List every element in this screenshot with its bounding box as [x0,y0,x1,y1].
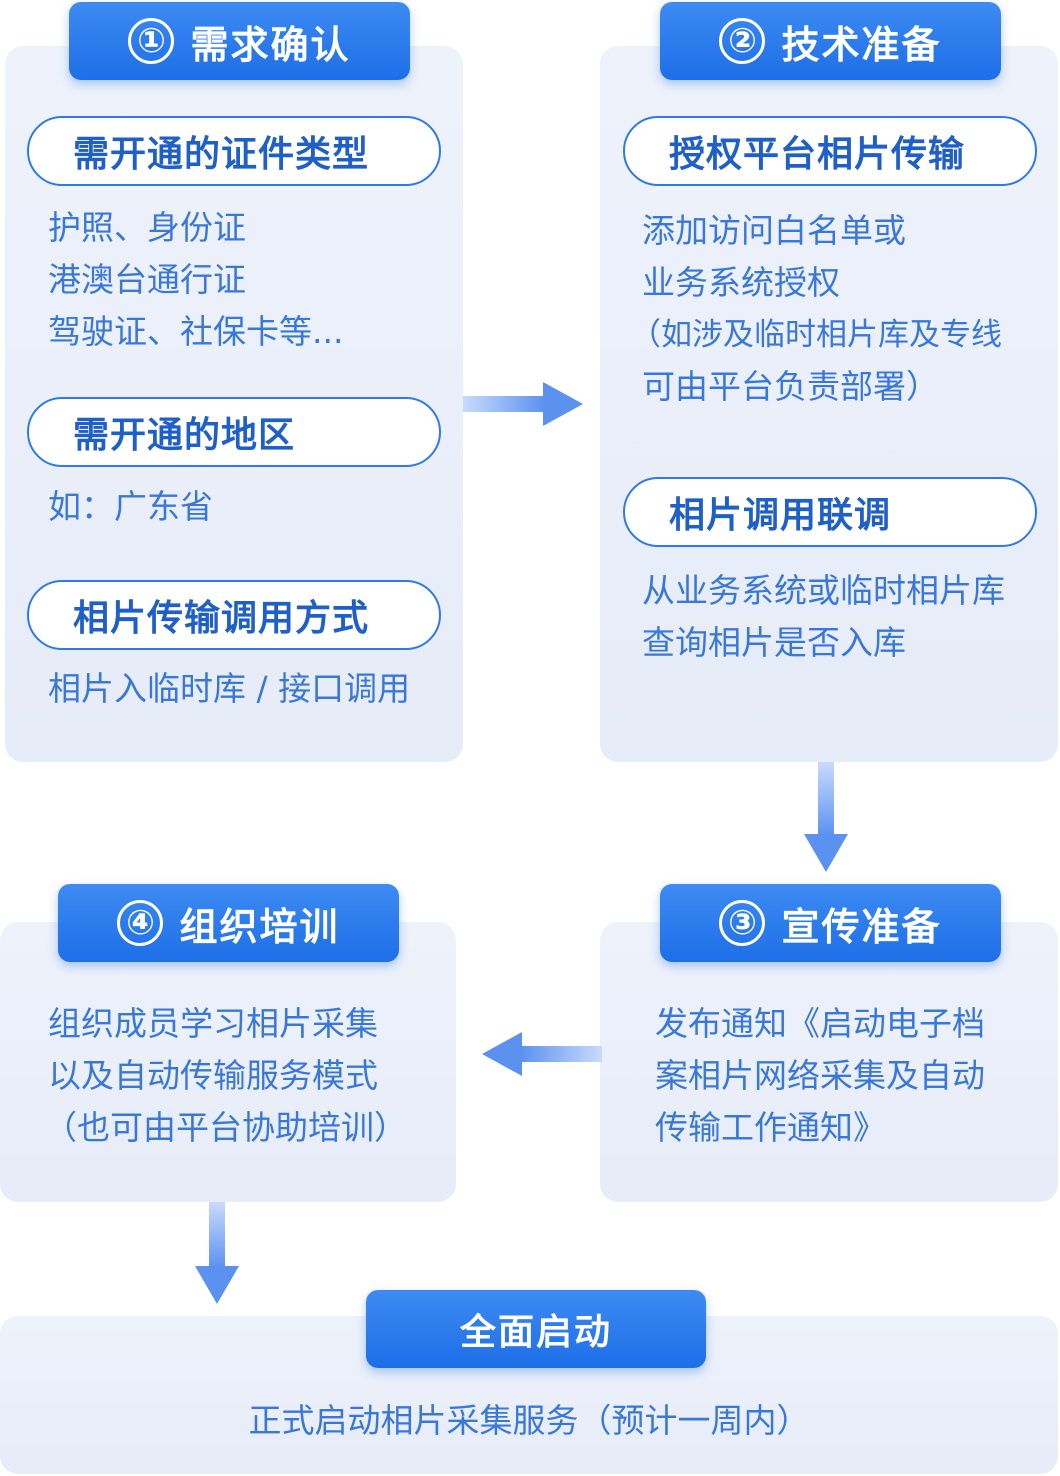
arrow-down-icon [804,762,848,872]
step4-line-1: 组织成员学习相片采集 [48,1004,378,1043]
step1-cert-line-1: 护照、身份证 [48,208,246,247]
step1-cert-line-3: 驾驶证、社保卡等... [48,312,344,351]
step4-number-badge: ④ [117,900,164,946]
step1-pill-cert-types: 需开通的证件类型 [27,116,441,186]
step3-line-2: 案相片网络采集及自动 [655,1056,985,1095]
step2-debug-line-1: 从业务系统或临时相片库 [642,571,1005,610]
arrow-left-icon [482,1032,602,1076]
step2-auth-line-4: 可由平台负责部署） [642,367,939,406]
step1-header: ① 需求确认 [69,2,410,80]
step4-header: ④ 组织培训 [58,884,399,962]
arrow-right-icon [463,382,583,426]
final-line: 正式启动相片采集服务（预计一周内） [248,1401,810,1440]
step3-number-badge: ③ [719,900,766,946]
step4-line-2: 以及自动传输服务模式 [48,1056,378,1095]
step2-number-badge: ② [719,18,766,64]
step1-method-line: 相片入临时库 / 接口调用 [48,669,411,708]
step2-pill-debug: 相片调用联调 [623,477,1037,547]
step2-auth-line-2: 业务系统授权 [642,263,840,302]
step1-number-badge: ① [128,18,175,64]
step1-cert-line-2: 港澳台通行证 [48,260,246,299]
step4-line-3: （也可由平台协助培训） [44,1108,407,1147]
final-header: 全面启动 [366,1290,706,1368]
step1-title: 需求确认 [190,22,351,67]
step2-auth-line-1: 添加访问白名单或 [642,211,906,250]
step4-panel [0,922,456,1202]
step3-panel [600,922,1058,1202]
step4-title: 组织培训 [179,904,340,949]
final-title: 全面启动 [459,1312,612,1353]
step3-header: ③ 宣传准备 [660,884,1001,962]
step2-header: ② 技术准备 [660,2,1001,80]
step1-pill-method: 相片传输调用方式 [27,580,441,650]
step1-region-line: 如：广东省 [48,487,213,526]
arrow-down-2-icon [195,1202,239,1304]
step3-title: 宣传准备 [781,904,942,949]
step3-line-3: 传输工作通知》 [655,1108,886,1147]
step2-debug-line-2: 查询相片是否入库 [642,623,906,662]
step2-auth-line-3: （如涉及临时相片库及专线 [630,317,1002,353]
step3-line-1: 发布通知《启动电子档 [655,1004,985,1043]
step2-pill-auth: 授权平台相片传输 [623,116,1037,186]
step1-pill-region: 需开通的地区 [27,397,441,467]
step2-title: 技术准备 [781,22,942,67]
